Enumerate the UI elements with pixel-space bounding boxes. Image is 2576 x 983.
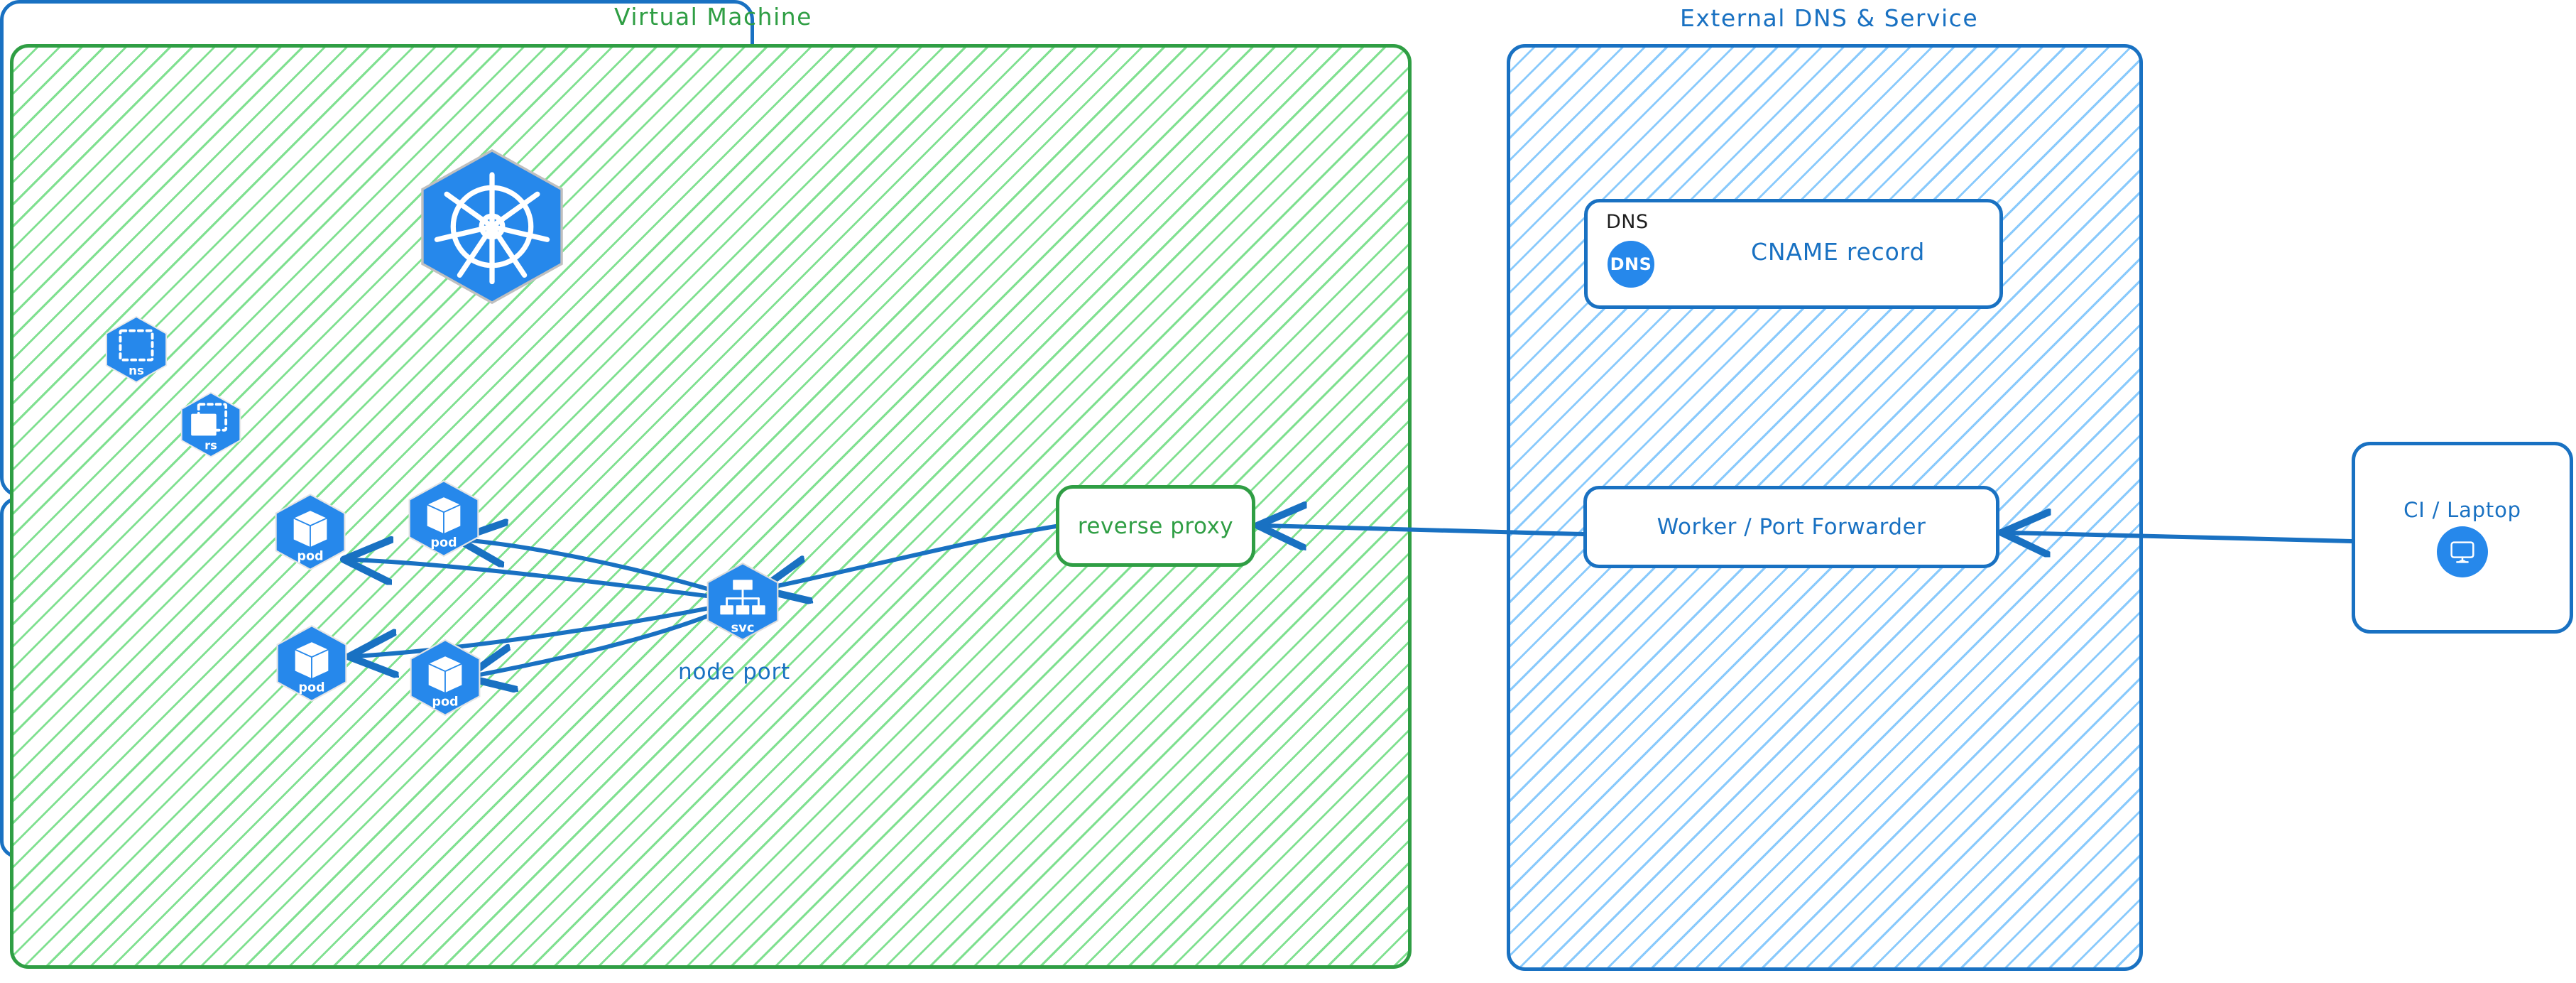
kubernetes-replicaset-icon: rs [177, 390, 245, 460]
dns-record-node[interactable]: DNS DNS CNAME record [1584, 199, 2003, 309]
pod-icon-label: pod [298, 681, 324, 695]
ci-laptop-node[interactable]: CI / Laptop [2352, 442, 2573, 634]
reverse-proxy-label: reverse proxy [1077, 513, 1234, 539]
kubernetes-logo-icon [410, 146, 574, 308]
pod-icon-label: pod [430, 536, 457, 550]
kubernetes-pod-icon: pod [273, 624, 351, 703]
dns-badge-icon: DNS [1608, 241, 1654, 288]
replicaset-icon-label: rs [204, 439, 217, 452]
worker-port-forwarder-label: Worker / Port Forwarder [1657, 514, 1926, 540]
service-icon-label: svc [731, 621, 755, 636]
reverse-proxy-node[interactable]: reverse proxy [1056, 485, 1255, 567]
virtual-machine-panel-title: Virtual Machine [614, 3, 812, 31]
namespace-icon-label: ns [129, 364, 144, 377]
ci-laptop-label: CI / Laptop [2403, 498, 2521, 522]
external-dns-service-panel-title: External DNS & Service [1680, 4, 1979, 32]
dns-caption: DNS [1606, 211, 1649, 233]
kubernetes-pod-icon: pod [271, 492, 349, 572]
worker-port-forwarder-node[interactable]: Worker / Port Forwarder [1583, 486, 1999, 568]
kubernetes-pod-icon: pod [406, 638, 484, 717]
node-port-caption: node port [678, 659, 790, 685]
kubernetes-pod-icon: pod [405, 479, 483, 558]
pod-icon-label: pod [297, 550, 323, 564]
desktop-monitor-icon [2437, 526, 2488, 577]
pod-icon-label: pod [432, 695, 458, 710]
kubernetes-namespace-icon: ns [102, 314, 171, 385]
kubernetes-service-icon: svc [703, 561, 782, 642]
cname-record-label: CNAME record [1751, 238, 1926, 266]
